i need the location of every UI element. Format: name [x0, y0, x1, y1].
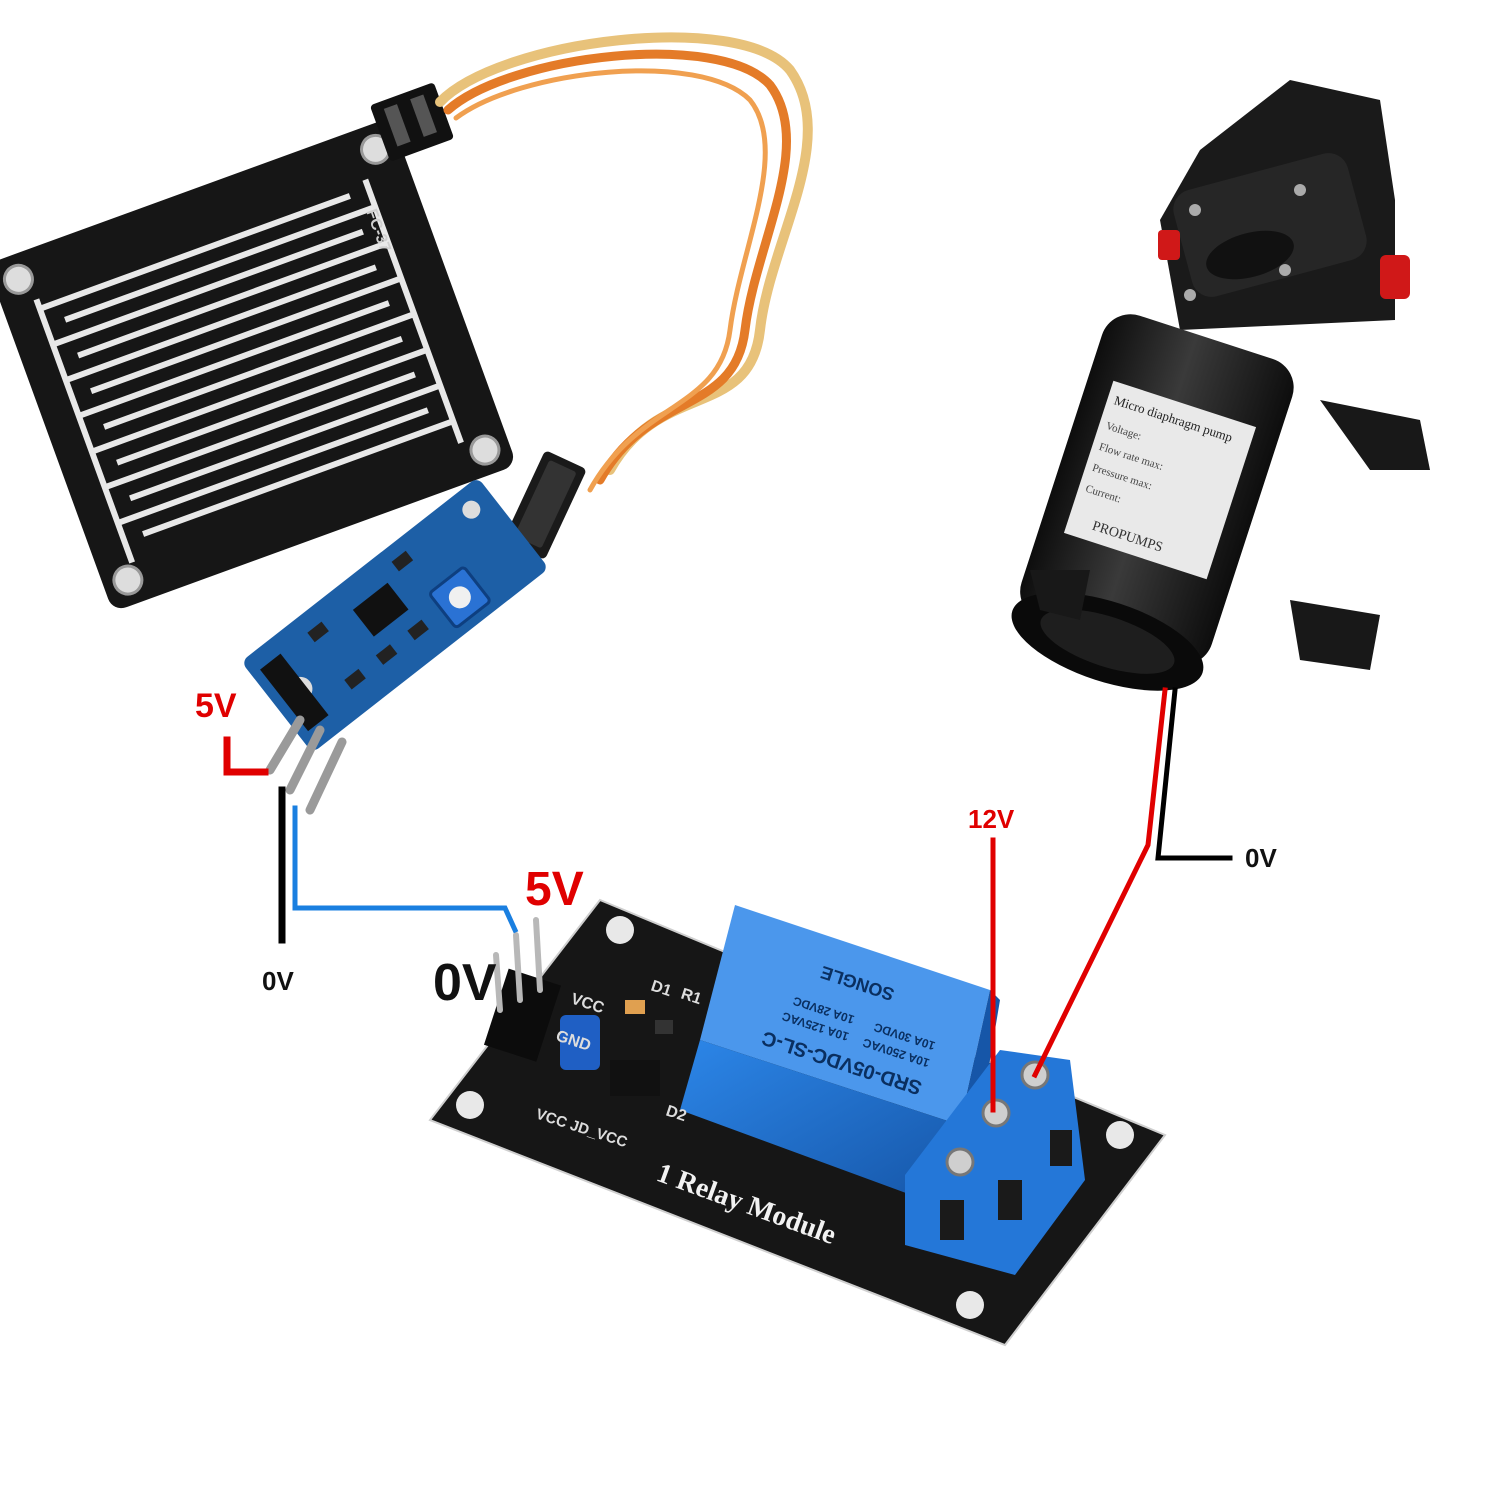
mount-hole [956, 1291, 984, 1319]
wire-pump-neg [1158, 690, 1230, 858]
diaphragm-pump: Micro diaphragm pump Voltage: Flow rate … [1000, 80, 1430, 711]
wire-signal [295, 808, 515, 930]
terminal-screw-nc [947, 1149, 973, 1175]
label-12v: 12V [968, 804, 1015, 834]
terminal-screw-com [983, 1100, 1009, 1126]
mount-hole [606, 916, 634, 944]
label-relay-vcc: 5V [525, 863, 584, 916]
wire-sensor-vcc [227, 740, 265, 772]
label-pump-neg: 0V [1245, 843, 1277, 873]
label-sensor-gnd: 0V [262, 966, 294, 996]
pump-port-right [1380, 255, 1410, 299]
pump-port-left [1158, 230, 1180, 260]
label-sensor-vcc: 5V [195, 687, 237, 725]
pump-foot [1290, 600, 1380, 670]
mount-hole [456, 1091, 484, 1119]
label-relay-gnd: 0V [433, 954, 497, 1012]
pump-foot [1320, 400, 1430, 470]
wire-pump-pos [1035, 690, 1165, 1075]
mount-hole [1106, 1121, 1134, 1149]
relay-module: SRD-05VDC-SL-C 10A 250VAC 10A 125VAC 10A… [430, 900, 1165, 1345]
